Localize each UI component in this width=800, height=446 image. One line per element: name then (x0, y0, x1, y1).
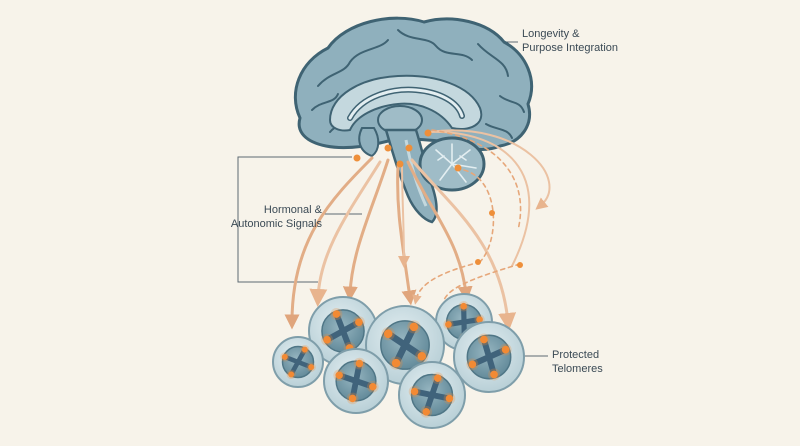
longevity-label-line: Purpose Integration (522, 41, 618, 55)
brain-icon (295, 18, 531, 222)
cell-icon (454, 322, 524, 392)
signal-dot (517, 262, 523, 268)
longevity-label: Longevity & Purpose Integration (522, 27, 618, 55)
signal-dot (475, 259, 481, 265)
signal-dot (425, 130, 432, 137)
cell-cluster (273, 294, 524, 428)
longevity-label-line: Longevity & (522, 27, 618, 41)
telomeres-label-line: Telomeres (552, 362, 603, 376)
signal-dot (354, 155, 361, 162)
telomeres-label-line: Protected (552, 348, 603, 362)
hormonal-label: Hormonal & Autonomic Signals (194, 203, 322, 231)
cell-icon (273, 337, 323, 387)
cell-icon (399, 362, 465, 428)
signal-dot (406, 145, 413, 152)
signal-dot (489, 210, 495, 216)
signal-dot (397, 161, 404, 168)
telomeres-label: Protected Telomeres (552, 348, 603, 376)
signal-dot (385, 145, 392, 152)
cell-icon (324, 349, 388, 413)
hormonal-label-line: Hormonal & (194, 203, 322, 217)
hormonal-label-line: Autonomic Signals (194, 217, 322, 231)
signal-dot (455, 165, 462, 172)
